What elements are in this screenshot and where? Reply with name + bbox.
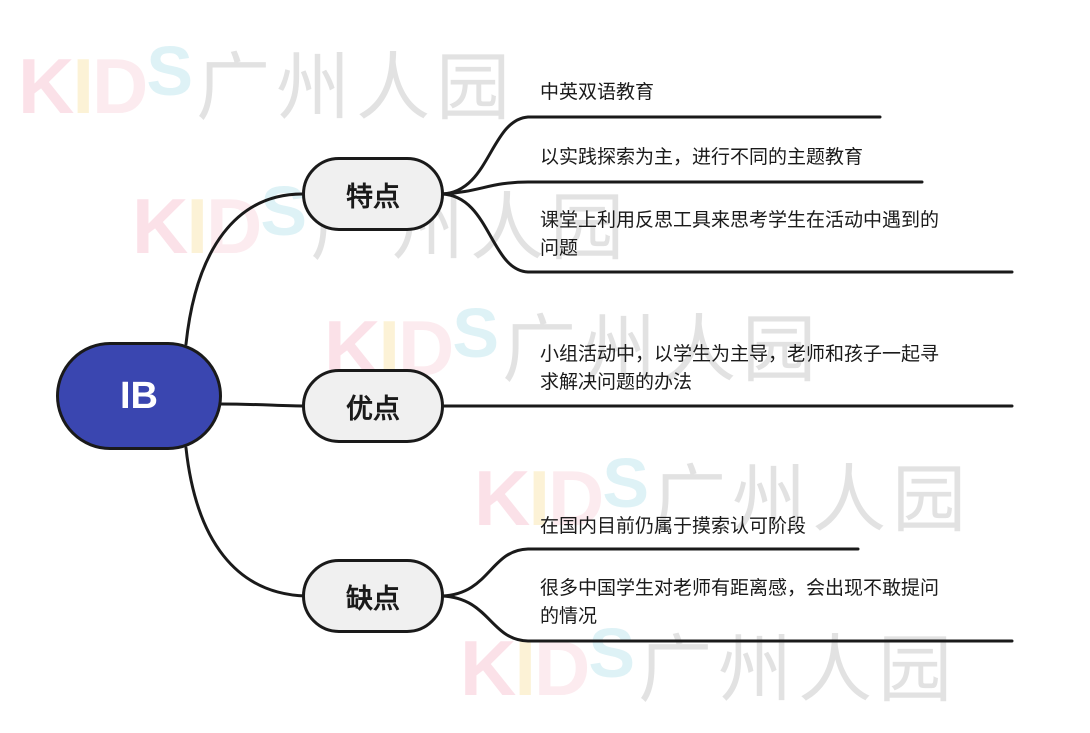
- connector-root-youdian: [218, 402, 308, 408]
- branch-node-quedian: 缺点: [302, 559, 444, 633]
- branch-label: 优点: [346, 393, 400, 425]
- branch-label: 特点: [346, 181, 400, 213]
- connector-tedian-leaf-1: [440, 115, 882, 196]
- root-label: IB: [120, 374, 158, 417]
- connector-quedian-leaf-2: [440, 594, 1014, 643]
- leaf-tedian-3: 课堂上利用反思工具来思考学生在活动中遇到的 问题: [540, 209, 940, 259]
- connector-root-quedian: [184, 446, 308, 598]
- leaf-quedian-1: 在国内目前仍属于摸索认可阶段: [540, 515, 807, 537]
- leaf-tedian-1: 中英双语教育: [540, 81, 655, 103]
- leaf-youdian-1: 小组活动中，以学生为主导，老师和孩子一起寻 求解决问题的办法: [540, 343, 940, 393]
- root-node: IB: [56, 342, 222, 450]
- connector-tedian-leaf-2: [440, 180, 924, 196]
- connector-quedian-leaf-1: [440, 547, 860, 598]
- leaf-tedian-2: 以实践探索为主，进行不同的主题教育: [540, 146, 864, 168]
- connector-root-tedian: [184, 192, 308, 346]
- connector-tedian-leaf-3: [440, 192, 1014, 274]
- leaf-quedian-2: 很多中国学生对老师有距离感，会出现不敢提问 的情况: [540, 577, 940, 627]
- branch-label: 缺点: [346, 583, 400, 615]
- branch-node-youdian: 优点: [302, 369, 444, 443]
- branch-node-tedian: 特点: [302, 157, 444, 231]
